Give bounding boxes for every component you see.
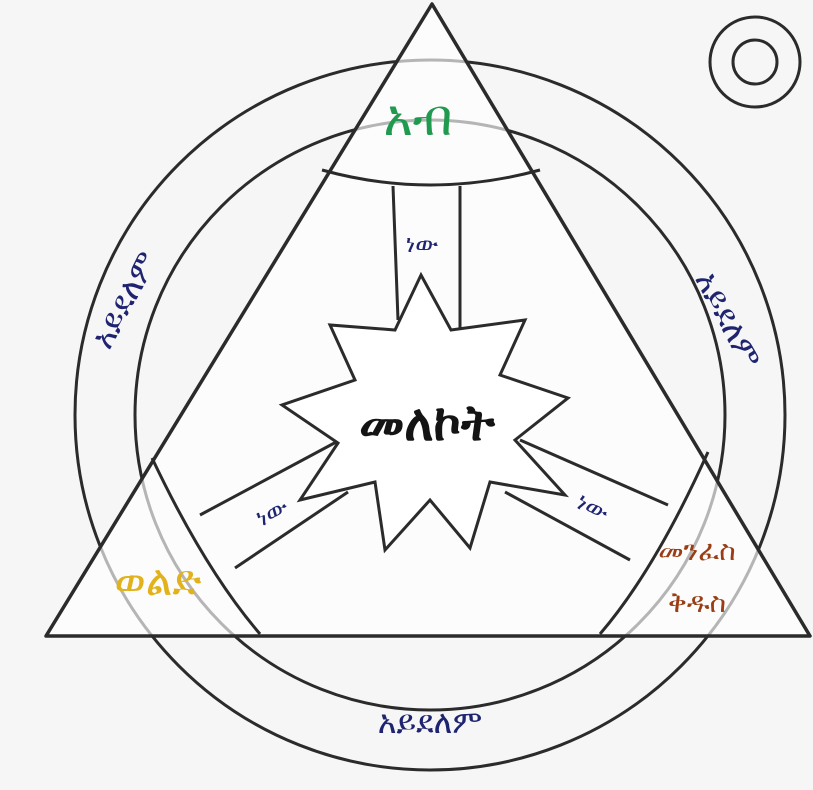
vertex-label-left: ወልድ xyxy=(115,556,202,605)
connector-bands xyxy=(199,185,669,570)
center-label: መለኮት xyxy=(359,394,496,452)
side-label-bottom: አይደለም xyxy=(378,703,483,741)
vertex-label-right-line2: ቅዱስ xyxy=(668,586,726,619)
double-circle-icon xyxy=(708,15,802,109)
connector-label-top: ነው xyxy=(406,230,439,258)
vertex-label-top: አብ xyxy=(384,89,453,147)
vertex-label-right-line1: መንፈስ xyxy=(658,534,735,567)
center-star xyxy=(278,271,572,554)
vertex-separators xyxy=(150,168,710,635)
